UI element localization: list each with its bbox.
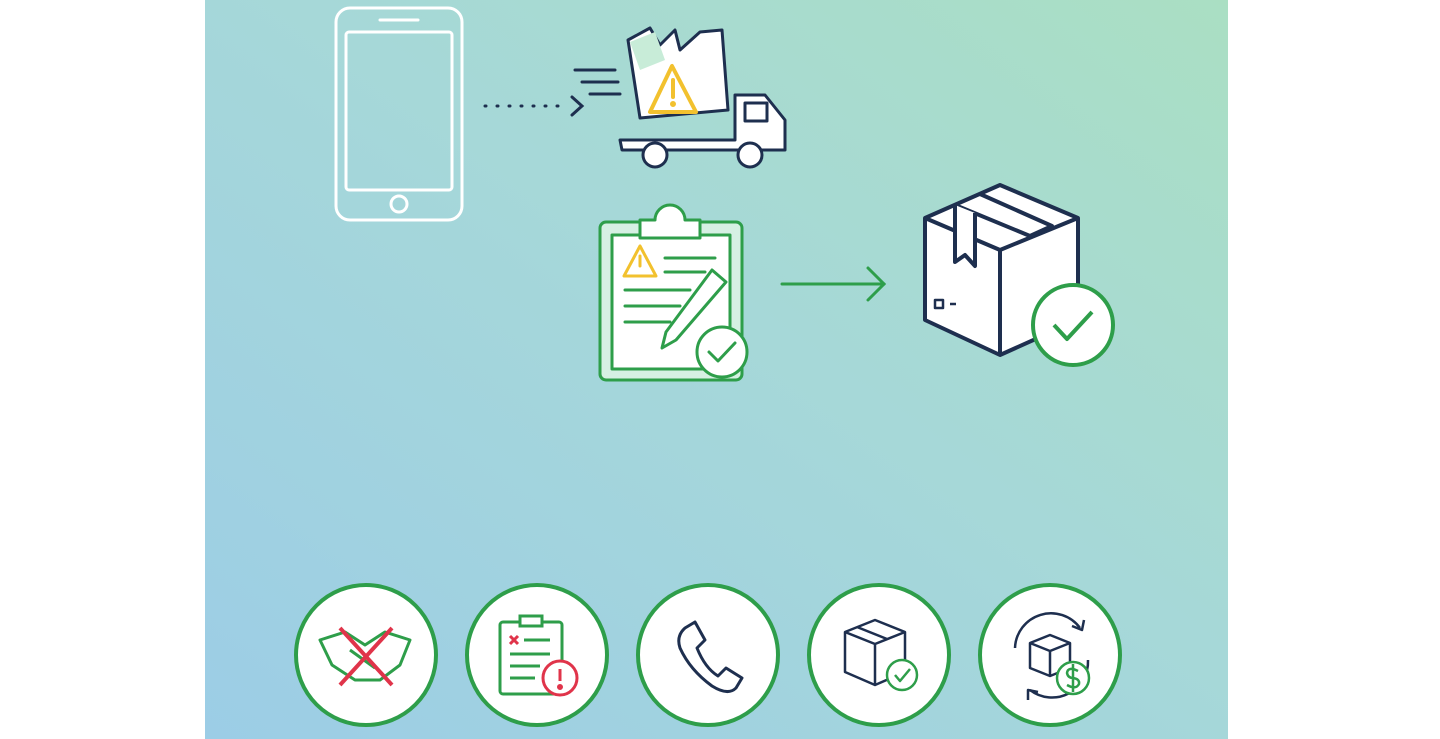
- damaged-package-truck-icon: [573, 26, 787, 169]
- package-confirmed-icon: [843, 618, 919, 692]
- arrow-right-icon: [780, 266, 887, 302]
- smartphone-icon: [334, 6, 464, 222]
- package-delivered-icon: [923, 183, 1115, 367]
- refund-exchange-button: [978, 583, 1122, 727]
- report-alert-icon: [498, 614, 579, 697]
- report-alert-button: [465, 583, 609, 727]
- phone-call-button: [636, 583, 780, 727]
- clipboard-report-icon: [598, 203, 749, 382]
- dotted-arrow-icon: [483, 95, 585, 117]
- package-confirmed-button: [807, 583, 951, 727]
- refund-exchange-icon: [1013, 612, 1091, 700]
- broken-deal-button: [294, 583, 438, 727]
- broken-deal-icon: [318, 626, 412, 687]
- phone-call-icon: [677, 620, 744, 693]
